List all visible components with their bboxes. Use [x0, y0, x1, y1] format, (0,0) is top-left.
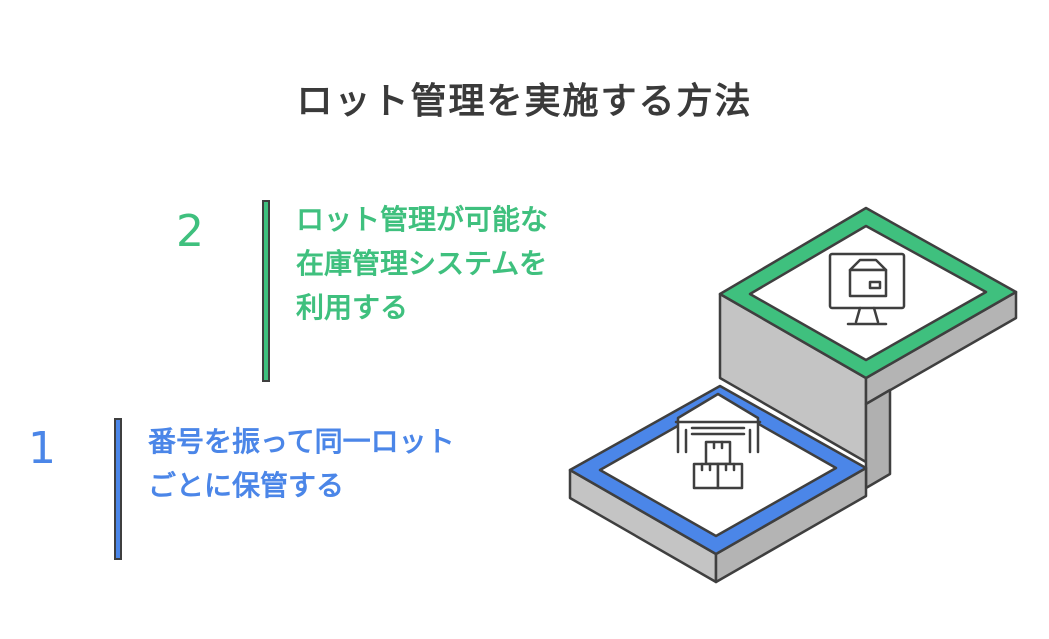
step-2-number: 2 [176, 206, 204, 257]
isometric-stairs [568, 206, 1018, 584]
step-2-line-3: 利用する [296, 291, 409, 324]
step-1-number: 1 [28, 423, 56, 474]
step-2-line-1: ロット管理が可能な [296, 203, 549, 236]
lower-right-wall [864, 388, 892, 490]
step-1-line-1: 番号を振って同一ロット [148, 425, 455, 458]
computer-box-icon [828, 252, 906, 326]
step-2-line-2: 在庫管理システムを [296, 247, 548, 280]
step-2-text: ロット管理が可能な 在庫管理システムを 利用する [296, 198, 548, 330]
step-1-text: 番号を振って同一ロット ごとに保管する [148, 420, 455, 508]
step-1-bar [114, 418, 122, 560]
warehouse-boxes-icon [674, 392, 762, 490]
step-1-line-2: ごとに保管する [148, 469, 345, 502]
step-2-bar [262, 200, 270, 382]
page-title: ロット管理を実施する方法 [296, 81, 753, 122]
